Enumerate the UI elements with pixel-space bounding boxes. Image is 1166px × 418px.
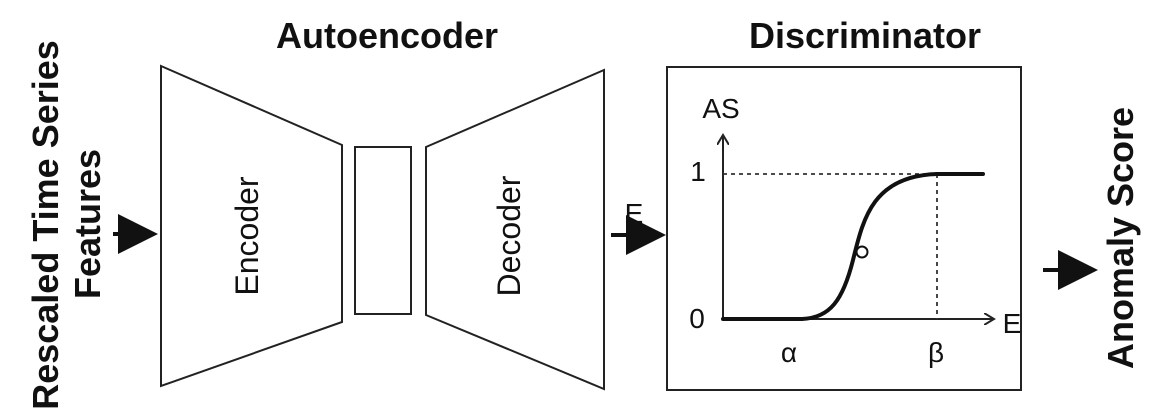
y-axis-label: AS: [702, 93, 739, 124]
encoder-block: [160, 64, 343, 388]
bottleneck-block: [354, 146, 412, 315]
alpha-label: α: [781, 337, 797, 368]
output-label: Anomaly Score: [1100, 107, 1141, 369]
input-label-line1: Rescaled Time Series: [25, 40, 66, 410]
y-one-label: 1: [690, 156, 706, 187]
autoencoder-title: Autoencoder: [276, 15, 498, 56]
midpoint-marker: [855, 245, 869, 259]
beta-label: β: [928, 337, 944, 368]
sigmoid-curve: [721, 172, 985, 321]
encoder-label: Encoder: [229, 176, 265, 296]
x-axis-label: E: [1003, 308, 1022, 339]
discriminator-box: [666, 66, 1022, 391]
decoder-label: Decoder: [491, 175, 527, 296]
error-input-label: E: [625, 198, 644, 229]
decoder-block: [425, 68, 605, 391]
input-label-line2: Features: [67, 149, 108, 299]
y-zero-label: 0: [689, 303, 705, 334]
discriminator-title: Discriminator: [749, 15, 981, 56]
